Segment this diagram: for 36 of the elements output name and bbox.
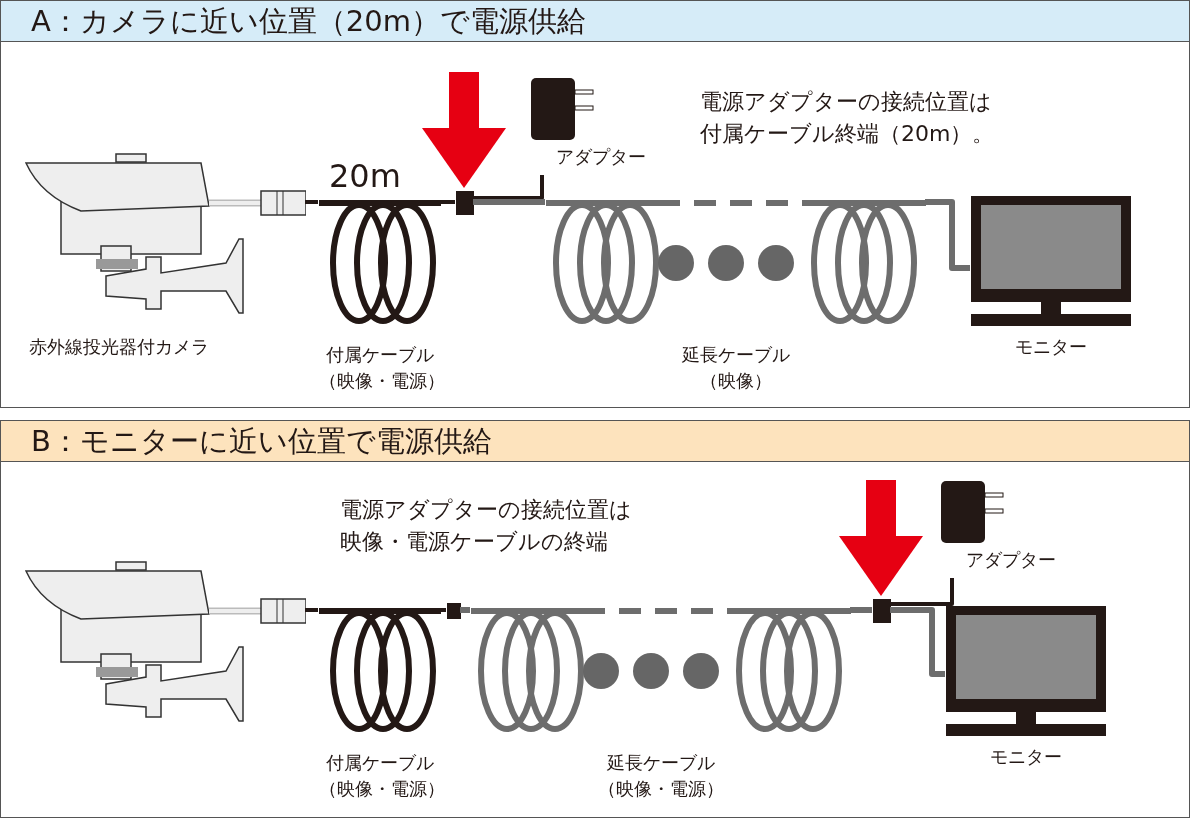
node-label: 付属ケーブル: [325, 751, 435, 775]
cable-connector: [873, 599, 891, 623]
node-label: 延長ケーブル: [681, 343, 791, 367]
cable-line: [890, 607, 945, 677]
node-label: モニター: [1014, 335, 1088, 359]
cable-line: [890, 578, 954, 606]
section-heading: A：カメラに近い位置（20m）で電源供給: [1, 1, 1189, 42]
arrow: [422, 72, 506, 188]
length-label: 20m: [329, 156, 401, 196]
note-text: 電源アダプターの接続位置は映像・電源ケーブルの終端: [340, 496, 633, 556]
node-label: 付属ケーブル: [325, 343, 435, 367]
cable-line: [305, 608, 318, 612]
cable-line: [440, 608, 446, 612]
cable-line: [305, 200, 318, 204]
cable-line: [460, 607, 470, 613]
node-label: アダプター: [965, 548, 1057, 572]
node-label: （映像・電源）: [319, 369, 441, 393]
cable-connector: [456, 191, 474, 215]
cable-connector: [447, 603, 461, 619]
node-label: アダプター: [555, 145, 647, 169]
note-text: 電源アダプターの接続位置は付属ケーブル終端（20m）。: [700, 88, 996, 148]
panel-frame: [0, 420, 1190, 818]
node-label: （映像・電源）: [319, 777, 441, 801]
arrow: [839, 480, 923, 596]
section-heading: B：モニターに近い位置で電源供給: [1, 421, 1189, 462]
node-label: 赤外線投光器付カメラ: [28, 335, 210, 359]
node-label: （映像・電源）: [597, 777, 725, 801]
cable-line: [473, 199, 545, 205]
cable-line: [473, 175, 544, 200]
node-label: （映像）: [699, 369, 773, 393]
node-label: 延長ケーブル: [606, 751, 716, 775]
node-label: モニター: [989, 745, 1063, 769]
panel-frame: [0, 0, 1190, 408]
cable-line: [850, 607, 872, 613]
cable-line: [925, 199, 970, 271]
cable-line: [440, 200, 455, 204]
